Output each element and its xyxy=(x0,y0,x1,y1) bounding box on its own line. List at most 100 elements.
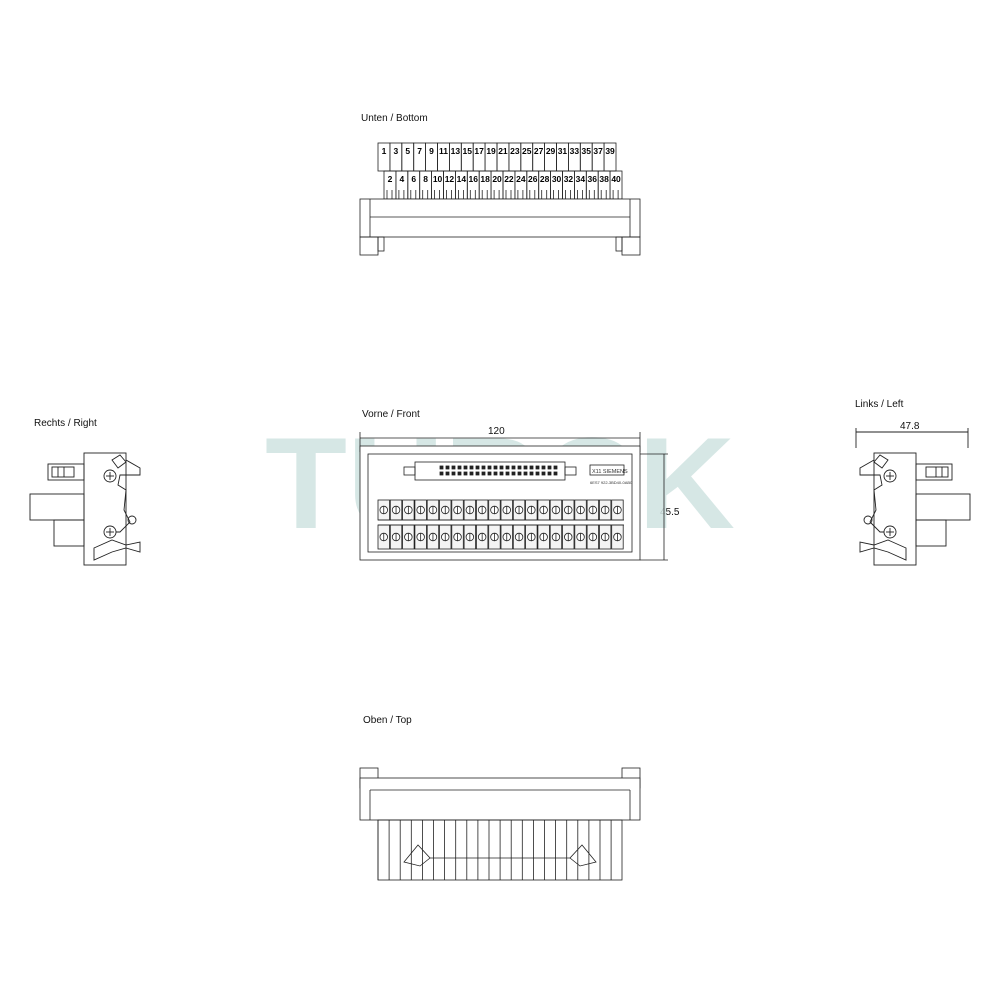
connector-pin xyxy=(469,465,474,470)
left-view-label: Links / Left xyxy=(855,399,904,410)
terminal-number: 7 xyxy=(417,146,422,156)
terminal-number: 33 xyxy=(570,146,580,156)
connector-pin xyxy=(505,471,510,476)
connector-pin xyxy=(463,465,468,470)
connector-pin xyxy=(511,465,516,470)
top-view-label: Oben / Top xyxy=(363,715,412,726)
connector-pin xyxy=(517,465,522,470)
connector-pin xyxy=(493,471,498,476)
terminal-number: 30 xyxy=(552,174,562,184)
connector-pin xyxy=(529,471,534,476)
connector-pin xyxy=(451,465,456,470)
connector-pin xyxy=(499,471,504,476)
connector-pin xyxy=(445,465,450,470)
front-width-dimension: 120 xyxy=(488,426,505,437)
connector-pin xyxy=(523,465,528,470)
connector-pin xyxy=(481,471,486,476)
connector-pin xyxy=(487,471,492,476)
connector-pin xyxy=(535,465,540,470)
terminal-number: 39 xyxy=(605,146,615,156)
terminal-number: 13 xyxy=(451,146,461,156)
terminal-number: 2 xyxy=(388,174,393,184)
terminal-number: 4 xyxy=(399,174,404,184)
connector-pin xyxy=(547,465,552,470)
top-view-slots xyxy=(377,820,612,880)
connector-pin xyxy=(487,465,492,470)
connector-pin xyxy=(499,465,504,470)
terminal-number: 36 xyxy=(588,174,598,184)
terminal-number: 38 xyxy=(599,174,609,184)
terminal-number: 18 xyxy=(480,174,490,184)
terminal-number: 27 xyxy=(534,146,544,156)
terminal-number: 35 xyxy=(582,146,592,156)
terminal-number: 3 xyxy=(393,146,398,156)
connector-pin xyxy=(469,471,474,476)
terminal-number: 8 xyxy=(423,174,428,184)
terminal-number: 11 xyxy=(439,146,448,156)
connector-pin xyxy=(553,465,558,470)
connector-pin xyxy=(517,471,522,476)
terminal-number: 19 xyxy=(486,146,496,156)
connector-pin xyxy=(547,471,552,476)
terminal-number: 20 xyxy=(492,174,502,184)
terminal-number: 14 xyxy=(457,174,467,184)
front-top-terminal-row xyxy=(377,499,624,521)
terminal-number: 29 xyxy=(546,146,556,156)
connector-pin xyxy=(541,471,546,476)
terminal-number: 16 xyxy=(469,174,479,184)
ribbon-connector-pins xyxy=(439,465,558,476)
terminal-number: 26 xyxy=(528,174,538,184)
terminal-number: 15 xyxy=(463,146,473,156)
terminal-number: 34 xyxy=(576,174,586,184)
terminal-number: 23 xyxy=(510,146,520,156)
front-view-label: Vorne / Front xyxy=(362,409,420,420)
connector-pin xyxy=(541,465,546,470)
connector-pin xyxy=(439,465,444,470)
connector-pin xyxy=(475,471,480,476)
connector-pin xyxy=(529,465,534,470)
terminal-number: 17 xyxy=(474,146,484,156)
right-view-label: Rechts / Right xyxy=(34,418,97,429)
terminal-number: 40 xyxy=(611,174,621,184)
connector-pin xyxy=(439,471,444,476)
module-label-top: X11 SIEMENS xyxy=(592,469,628,475)
connector-pin xyxy=(463,471,468,476)
terminal-number: 21 xyxy=(498,146,508,156)
top-view xyxy=(359,767,641,881)
connector-pin xyxy=(511,471,516,476)
connector-pin xyxy=(535,471,540,476)
right-view xyxy=(29,452,141,566)
connector-pin xyxy=(451,471,456,476)
terminal-number: 25 xyxy=(522,146,532,156)
terminal-number: 9 xyxy=(429,146,434,156)
front-bottom-terminal-row xyxy=(377,524,624,550)
connector-pin xyxy=(481,465,486,470)
front-height-dimension: 45.5 xyxy=(660,507,680,518)
connector-pin xyxy=(445,471,450,476)
terminal-number: 10 xyxy=(433,174,443,184)
terminal-number: 5 xyxy=(405,146,410,156)
connector-pin xyxy=(475,465,480,470)
terminal-number: 24 xyxy=(516,174,526,184)
connector-pin xyxy=(457,465,462,470)
connector-pin xyxy=(457,471,462,476)
terminal-number: 12 xyxy=(445,174,455,184)
terminal-number: 28 xyxy=(540,174,550,184)
connector-pin xyxy=(553,471,558,476)
terminal-number: 31 xyxy=(558,146,568,156)
connector-pin xyxy=(505,465,510,470)
left-view xyxy=(855,428,971,566)
bottom-view-label: Unten / Bottom xyxy=(361,113,428,124)
terminal-number: 1 xyxy=(382,146,387,156)
connector-pin xyxy=(493,465,498,470)
terminal-number: 32 xyxy=(564,174,574,184)
terminal-number: 6 xyxy=(411,174,416,184)
front-view: X11 SIEMENS 6ES7 922-3BD40-0AB0 xyxy=(359,432,668,561)
terminal-number: 22 xyxy=(504,174,514,184)
connector-pin xyxy=(523,471,528,476)
terminal-number: 37 xyxy=(593,146,603,156)
module-label-bottom: 6ES7 922-3BD40-0AB0 xyxy=(590,480,633,485)
